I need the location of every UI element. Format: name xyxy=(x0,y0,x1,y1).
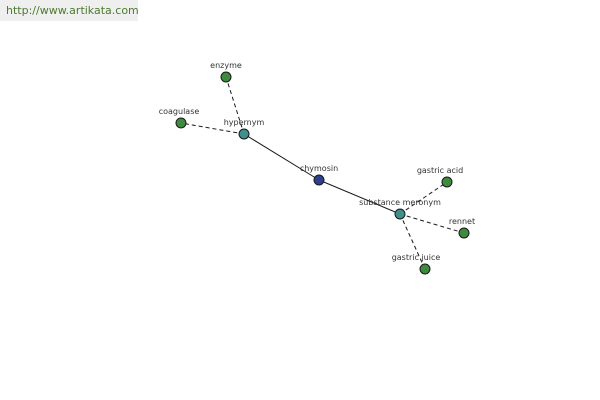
edges-layer xyxy=(180,76,465,270)
node-label-gastric-juice[interactable]: gastric juice xyxy=(392,253,441,262)
labels-layer: chymosin hypernym substance meronym enzyme c… xyxy=(159,61,475,262)
node-label-enzyme[interactable]: enzyme xyxy=(210,61,242,70)
node-label-hypernym[interactable]: hypernym xyxy=(224,118,265,127)
node-label-gastric-acid[interactable]: gastric acid xyxy=(417,166,463,175)
node-rennet[interactable] xyxy=(458,227,470,239)
node-substance-meronym[interactable] xyxy=(394,208,406,220)
node-chymosin[interactable] xyxy=(313,174,325,186)
edge-chymosin-hypernym xyxy=(243,133,320,181)
edge-hypernym-coagulase xyxy=(180,122,245,135)
edge-hypernym-enzyme xyxy=(225,76,245,135)
node-label-substance-meronym[interactable]: substance meronym xyxy=(359,198,441,207)
edge-substance-meronym-gastric-juice xyxy=(399,213,426,270)
node-enzyme[interactable] xyxy=(220,71,232,83)
node-coagulase[interactable] xyxy=(175,117,187,129)
node-gastric-acid[interactable] xyxy=(441,176,453,188)
node-label-chymosin[interactable]: chymosin xyxy=(300,164,338,173)
nodes-layer xyxy=(175,71,470,275)
edge-chymosin-substance-meronym xyxy=(318,179,401,215)
watermark-link[interactable]: http://www.artikata.com xyxy=(0,0,139,21)
node-label-rennet[interactable]: rennet xyxy=(449,217,475,226)
edge-substance-meronym-gastric-acid xyxy=(399,181,448,215)
node-gastric-juice[interactable] xyxy=(419,263,431,275)
node-hypernym[interactable] xyxy=(238,128,250,140)
node-label-coagulase[interactable]: coagulase xyxy=(159,107,200,116)
